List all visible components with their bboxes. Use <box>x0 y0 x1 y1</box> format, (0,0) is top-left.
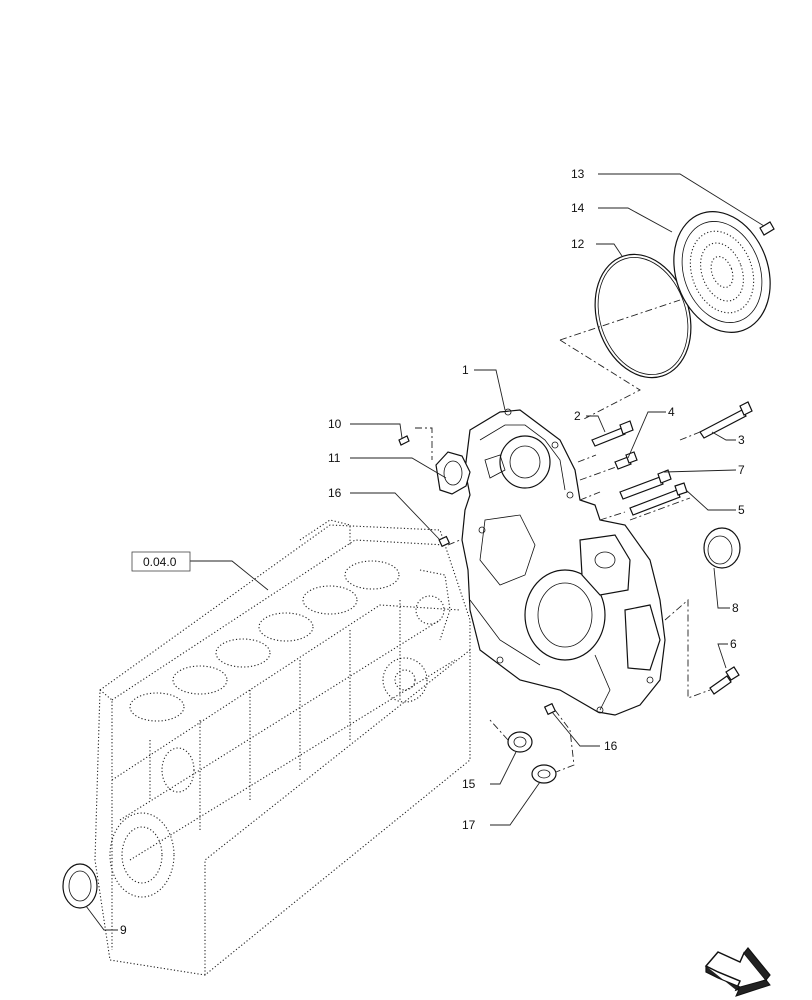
callout-16-upper: 16 <box>328 486 342 500</box>
screw-part-10 <box>398 435 410 446</box>
callout-fifteen: 15 <box>462 777 476 791</box>
callout-4: 4 <box>668 405 675 419</box>
reference-label: 0.04.0 <box>143 555 177 569</box>
callout-3: 3 <box>738 433 745 447</box>
callout-10: 10 <box>328 417 342 431</box>
callout-labels: 13 14 12 1 2 4 3 7 5 8 6 10 11 16 14 15 … <box>120 167 745 937</box>
callout-2: 2 <box>574 409 581 423</box>
seal-ring-part-9 <box>62 863 98 909</box>
plug-part-15 <box>507 731 533 753</box>
timing-gear-housing <box>461 408 666 716</box>
cover-plate-part-14 <box>673 211 771 333</box>
screw-part-4 <box>614 451 638 470</box>
callout-14: 14 <box>571 201 585 215</box>
leader-lines <box>85 173 765 931</box>
flange-part-11 <box>435 451 471 495</box>
bolt-part-7 <box>619 469 672 500</box>
callout-17: 17 <box>462 818 476 832</box>
next-page-arrow-icon[interactable] <box>704 947 771 997</box>
callout-13: 13 <box>571 167 585 181</box>
plug-part-17 <box>531 764 557 784</box>
assembly-lines <box>415 299 711 773</box>
callout-9: 9 <box>120 923 127 937</box>
screw-part-13 <box>759 221 775 236</box>
o-ring-part-12 <box>594 253 692 379</box>
bolt-part-5 <box>629 482 688 516</box>
bolt-part-3 <box>699 401 753 439</box>
bolt-part-6 <box>709 666 740 695</box>
pin-part-16-lower <box>543 702 557 716</box>
callout-8: 8 <box>732 601 739 615</box>
seal-ring-part-8 <box>703 527 741 569</box>
callout-16-lower: 16 <box>604 739 618 753</box>
callout-11: 11 <box>328 451 341 465</box>
pin-part-16-upper <box>438 535 451 548</box>
callout-5: 5 <box>738 503 745 517</box>
callout-1: 1 <box>462 363 469 377</box>
callout-7: 7 <box>738 463 745 477</box>
engine-block <box>94 519 471 976</box>
reference-box[interactable]: 0.04.0 <box>131 551 191 572</box>
callout-6: 6 <box>730 637 737 651</box>
screw-part-2 <box>591 420 634 447</box>
callout-12: 12 <box>571 237 585 251</box>
